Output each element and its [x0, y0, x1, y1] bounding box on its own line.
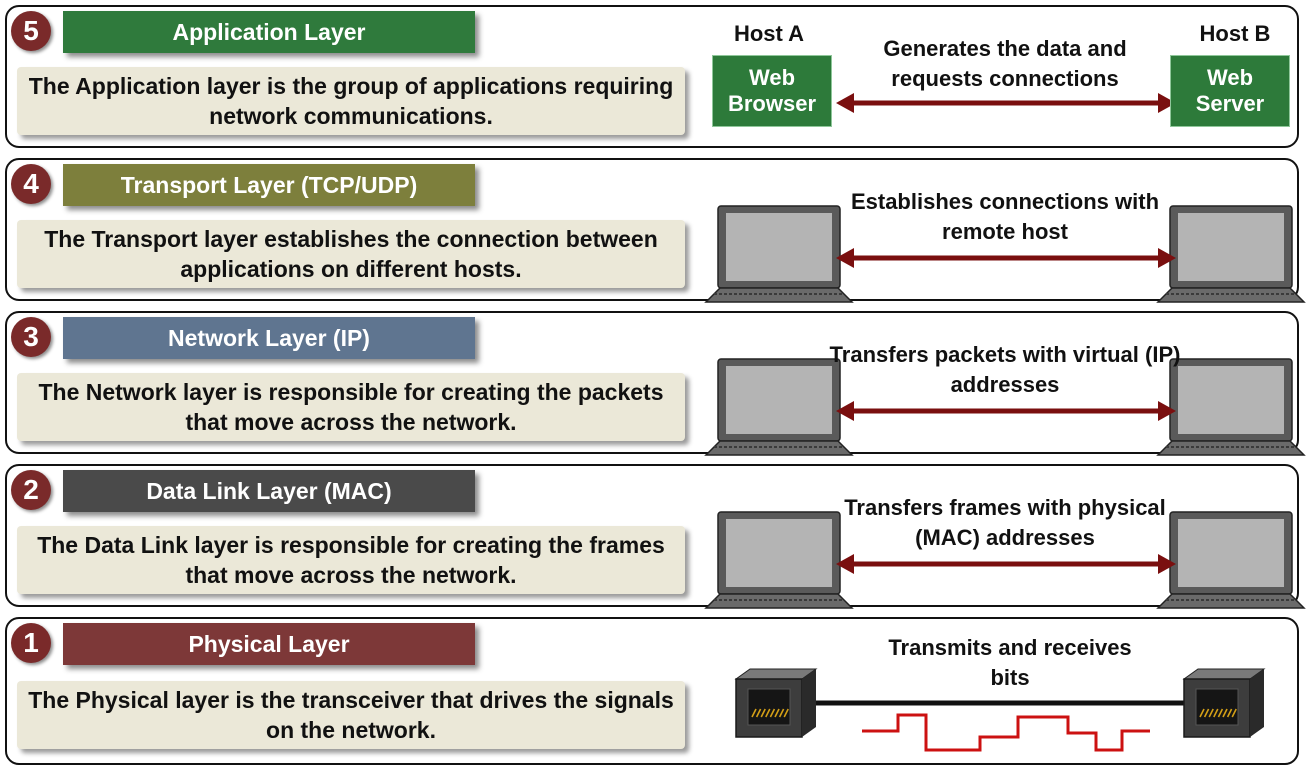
layer-description: The Physical layer is the transceiver th… — [17, 681, 685, 749]
laptop-icon — [704, 358, 854, 456]
flow-label: Transmits and receives bits — [888, 635, 1132, 690]
layer-diagram: Establishes connections with remote host — [690, 160, 1306, 303]
bidirectional-arrow — [836, 554, 1176, 574]
layer-diagram-graphic — [704, 511, 1306, 609]
laptop-icon — [1156, 205, 1306, 303]
layer-number-badge: 3 — [11, 317, 51, 357]
layer-title: Transport Layer (TCP/UDP) — [63, 164, 475, 206]
layer-diagram-graphic — [836, 93, 1176, 113]
layer-row-4: 4 Transport Layer (TCP/UDP) The Transport … — [5, 158, 1306, 303]
host-name-line: Web — [748, 65, 796, 90]
flow-label: Generates the data and requests connecti… — [883, 36, 1127, 91]
laptop-icon — [704, 205, 854, 303]
layer-diagram: Transmits and receives bits — [690, 619, 1297, 767]
layer-description: The Data Link layer is responsible for c… — [17, 526, 685, 594]
layer-description: The Network layer is responsible for cre… — [17, 373, 685, 441]
layer-diagram: Transfers packets with virtual (IP) addr… — [690, 313, 1306, 456]
layer-diagram-graphic — [704, 205, 1306, 303]
layer-title: Data Link Layer (MAC) — [63, 470, 475, 512]
laptop-icon — [1156, 511, 1306, 609]
bidirectional-arrow — [836, 248, 1176, 268]
flow-label: Establishes connections with remote host — [850, 189, 1160, 244]
laptop-icon — [1156, 358, 1306, 456]
ethernet-port-icon — [1182, 668, 1266, 738]
layer-row-2: 2 Data Link Layer (MAC) The Data Link laye… — [5, 464, 1306, 609]
host-a-label: Host A — [733, 21, 805, 46]
flow-label: Transfers packets with virtual (IP) addr… — [829, 342, 1181, 397]
layer-title: Application Layer — [63, 11, 475, 53]
bidirectional-arrow — [836, 401, 1176, 421]
laptop-icon — [704, 511, 854, 609]
host-name-line: Web — [1206, 65, 1254, 90]
layer-diagram-graphic — [704, 358, 1306, 456]
ethernet-port-icon — [734, 668, 818, 738]
layer-description: The Transport layer establishes the conn… — [17, 220, 685, 288]
bidirectional-arrow — [836, 93, 1176, 113]
host-name-line: Browser — [727, 91, 817, 116]
layer-title: Physical Layer — [63, 623, 475, 665]
layer-diagram: Transfers frames with physical (MAC) add… — [690, 466, 1306, 609]
layer-number-badge: 2 — [11, 470, 51, 510]
layer-number-badge: 1 — [11, 623, 51, 663]
layer-title: Network Layer (IP) — [63, 317, 475, 359]
flow-label: Transfers frames with physical (MAC) add… — [844, 495, 1166, 550]
layer-number-badge: 5 — [11, 11, 51, 51]
layer-description: The Application layer is the group of ap… — [17, 67, 685, 135]
layer-diagram-graphic — [734, 668, 1266, 752]
bit-signal-waveform — [862, 713, 1150, 752]
host-b-label: Host B — [1199, 21, 1271, 46]
host-name-line: Server — [1195, 91, 1265, 116]
layer-row-3: 3 Network Layer (IP) The Network layer is … — [5, 311, 1306, 456]
layer-number-badge: 4 — [11, 164, 51, 204]
